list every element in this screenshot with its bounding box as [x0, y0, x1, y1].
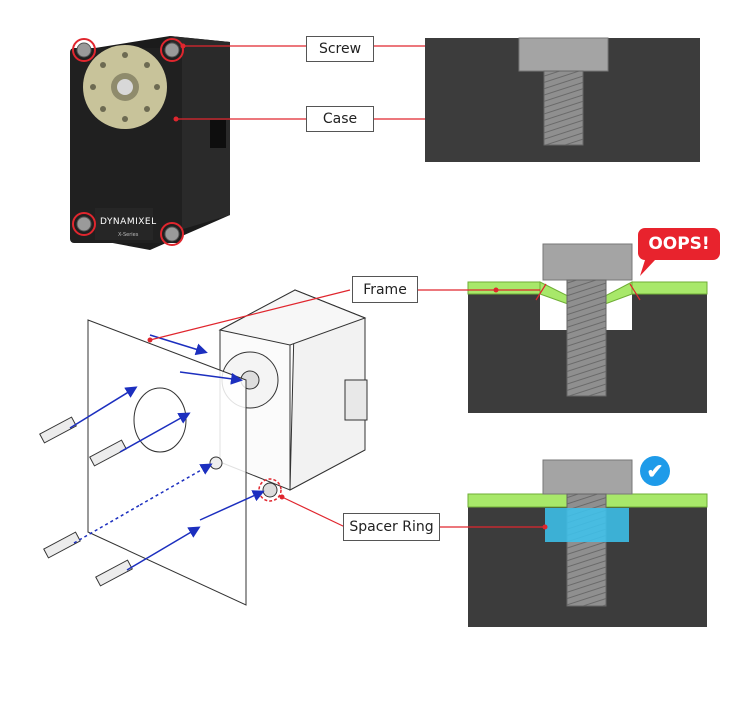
oops-badge: OOPS! — [638, 228, 720, 260]
case-label: Case — [306, 106, 374, 132]
product-series: X-Series — [118, 232, 139, 238]
screw-label: Screw — [306, 36, 374, 62]
screw-case-section — [425, 37, 700, 162]
checkmark-icon: ✔ — [640, 456, 670, 486]
spacer-section — [467, 459, 708, 627]
spacer-ring-label: Spacer Ring — [343, 513, 440, 541]
product-brand: DYNAMIXEL — [100, 217, 157, 227]
frame-label: Frame — [352, 276, 418, 303]
exploded-assembly — [39, 289, 368, 606]
servo-photo — [70, 36, 230, 250]
assembly-arrows — [69, 334, 265, 571]
oops-section — [467, 243, 708, 413]
